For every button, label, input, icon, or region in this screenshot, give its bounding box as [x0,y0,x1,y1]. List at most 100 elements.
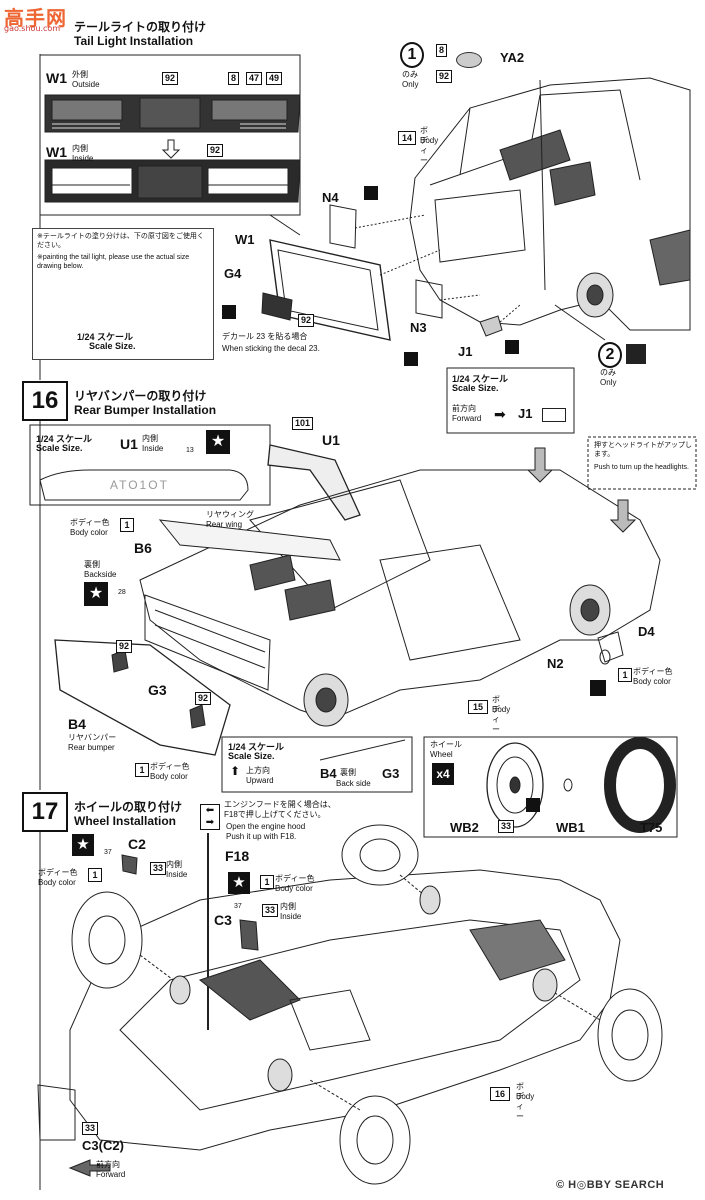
c2-num37: 37 [104,849,112,856]
b6-color-en: Body color [70,528,108,537]
actual-size-note-ja: ※テールライトの塗り分けは、下の原寸図をご使用ください。 [37,233,204,249]
body16-ja: ボディー [516,1082,524,1121]
step17-title-en: Wheel Installation [74,814,177,828]
j1box-part: J1 [518,406,533,421]
ya2-num8: 8 [436,44,448,57]
paint-icon-only2 [626,344,646,364]
g3box-scale-ja: 1/24 スケール [228,742,285,752]
w1-inside-ja: 内側 [72,144,88,153]
label-n2: N2 [547,656,564,671]
c3-inside-en: Inside [280,912,302,921]
only1-badge: 1 [400,42,424,68]
watermark-text: 高手网 [4,6,67,30]
only2-en: Only [600,378,617,387]
u1box-scale-en: Scale Size. [36,443,83,453]
mudflap-c3c2 [37,1084,76,1141]
hood-note-ja-2: F18で押し上げてください。 [224,810,326,819]
c2-inside-en: Inside [166,870,188,879]
c2-part: C2 [128,836,146,852]
body16-en: Body [516,1092,535,1101]
u1-wing-drawing [39,469,249,501]
ya2-part-icon [456,52,482,68]
step15-zoom-frame [40,54,301,216]
num-92-c: 92 [116,640,133,653]
label-d4: D4 [638,624,655,639]
callout-47: 47 [246,72,263,85]
rear-wing-drawing [158,519,341,561]
w1-inside-en: Inside [72,154,94,163]
body15-en: Body [492,705,511,714]
cement-icon-n2 [590,680,606,696]
wheel-rear-left [71,891,143,989]
c3-inside-ja: 内側 [280,902,296,911]
g3box-b4: B4 [320,766,337,781]
car-underside-17 [69,869,621,1151]
body14-callout: 14 ボディー Body [398,126,438,165]
callout-8: 8 [228,72,240,85]
label-w1: W1 [235,232,255,247]
forward-en: Forward [96,1170,126,1179]
rear-bumper-b4 [54,639,231,756]
g4-part [261,292,293,321]
footer-logo: © H◎BBY SEARCH [556,1178,664,1191]
b4-color-en: Body color [150,772,188,781]
cement-icon-wheel [526,798,540,812]
c2-num33: 33 [150,862,167,875]
c2-color-ja: ボディー色 [38,868,78,877]
body15-ja: ボディー [492,695,500,734]
step16-title-en: Rear Bumper Installation [74,403,217,417]
g3box-back-en: Back side [336,779,371,788]
g3box-up-en: Upward [246,776,274,785]
b6-num1: 1 [120,518,134,532]
g3box-g3: G3 [382,766,400,781]
w1-outside-ja: 外側 [72,70,88,79]
d4-num1: 1 [618,668,632,682]
j1box-forward-en: Forward [452,414,482,423]
u1box-inside-ja: 内側 [142,434,158,443]
callout-92-b: 92 [207,144,224,157]
actual-size-box: ※テールライトの塗り分けは、下の原寸図をご使用ください。 ※painting t… [32,228,214,360]
only2-ja: のみ [600,368,616,377]
b4-en: Rear bumper [68,743,115,752]
w1-inside-part: W1 [46,144,67,160]
forward-ja: 前方向 [96,1160,120,1169]
only1-en: Only [402,80,419,89]
c3-color-ja: ボディー色 [275,874,315,883]
c3-num1: 1 [260,875,274,889]
only2-badge: 2 [598,342,622,368]
backside-en: Backside [84,570,117,579]
j1-outline [542,408,566,422]
up-arrow-icon: ⬆ [230,764,241,778]
actual-size-scale-ja: 1/24 スケール [77,332,134,342]
tire-t75-drawing [604,737,676,833]
w1-outside-en: Outside [72,80,100,89]
c3-num33: 33 [262,904,279,917]
d4-color-ja: ボディー色 [633,667,673,676]
cement-icon-n3 [404,352,418,366]
body15-callout: 15 ボディー Body [468,695,510,734]
j1box-forward-ja: 前方向 [452,404,476,413]
mudflap-num33: 33 [82,1122,99,1135]
star-icon-u1: ★ [206,430,230,454]
wheelbox-wb1: WB1 [556,820,585,835]
u1box-part: U1 [120,436,138,452]
actual-size-scale-en: Scale Size. [89,341,136,351]
wheel-wb1-drawing [563,778,573,792]
u1-num-101: 101 [292,417,314,430]
ya2-label: YA2 [500,50,525,65]
only1-ja: のみ [402,70,418,79]
g3box-scale-en: Scale Size. [228,751,275,761]
b6-color-ja: ボディー色 [70,518,110,527]
n3-part [415,279,443,319]
car-rear-outline-15 [409,77,691,331]
num-28: 28 [118,589,126,596]
body16-num: 16 [490,1087,510,1101]
tail-light-part [269,239,391,341]
wheelbox-en: Wheel [430,750,453,759]
body14-ja: ボディー [420,126,428,165]
num-92-d: 92 [195,692,212,705]
step17-number: 17 [22,792,68,832]
wheelbox-33: 33 [498,820,515,833]
u1box-inside-en: Inside [142,444,164,453]
b4-color-ja: ボディー色 [150,762,190,771]
